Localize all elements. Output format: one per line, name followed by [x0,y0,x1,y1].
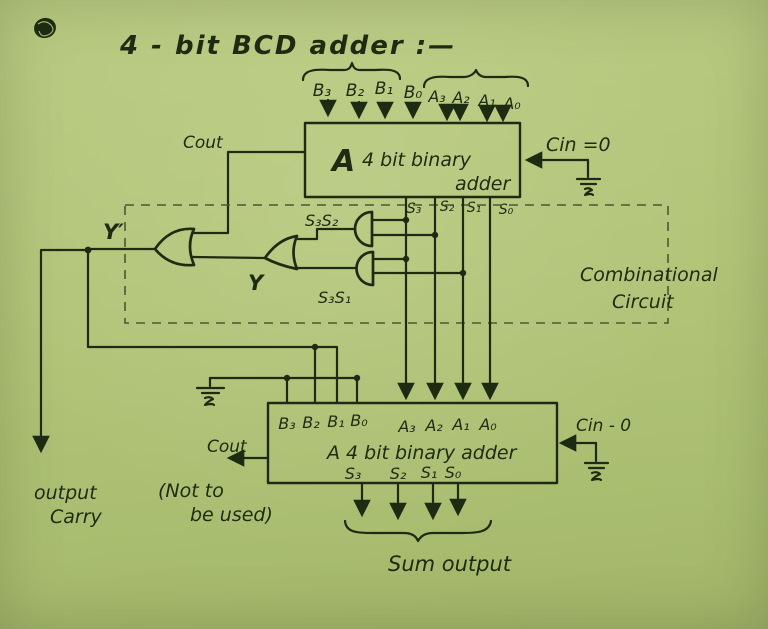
and-top-output [295,227,357,241]
combinational-label-line1: Combinational [580,264,718,286]
wire-ground-to-b0 [208,376,359,405]
wire-output-carry [32,248,90,454]
combinational-circuit-boundary [124,204,669,324]
b-inputs-brace [301,61,402,82]
sum-output-arrows [353,481,467,521]
pen-scribble [34,17,56,39]
top-s2-label: S₂ [440,199,455,215]
top-a3-label: A₃ [427,87,445,106]
bottom-a2-label: A₂ [424,416,443,435]
ground-symbol-top [575,177,602,197]
bottom-adder-b-labels: B₃ B₂ B₁ B₀ [278,411,368,433]
top-input-arrows [319,98,512,123]
tap-dot-s2 [431,231,439,239]
bottom-s1-label: S₁ [421,463,438,482]
sum-output-label: Sum output [388,552,512,576]
tap-dot-s3-bottom [402,255,410,263]
top-adder-name-line2: adder [455,173,511,195]
or-gate-mid [263,234,299,271]
top-b1-label: B₁ [375,79,393,99]
top-input-labels: B₃ B₂ B₁ B₀ A₃ A₂ A₁ A₀ [313,79,522,113]
bottom-s0-label: S₀ [445,463,462,482]
or-out-label: Y′ [103,220,124,244]
output-carry-line2: Carry [50,506,103,528]
top-adder-bold-a: A [330,144,355,179]
bottom-adder-s-labels: S₃ S₂ S₁ S₀ [345,463,462,483]
and-bottom-label: S₃S₁ [318,288,351,307]
top-b3-label: B₃ [313,81,332,101]
bottom-a3-label: A₃ [397,417,415,436]
not-used-line2: be used) [190,504,273,526]
ground-symbol-left [195,386,226,407]
wire-correction-to-b1 [86,248,339,405]
bottom-a1-label: A₁ [451,415,469,434]
bottom-s3-label: S₃ [345,464,362,483]
bottom-s2-label: S₂ [390,464,407,483]
top-a0-label: A₀ [502,94,521,113]
top-s-labels: S₃ S₂ S₁ S₀ [407,199,514,218]
top-adder-name-line1: 4 bit binary [362,149,472,171]
top-cout-label: Cout [183,133,224,153]
bottom-b1-label: B₁ [327,412,344,431]
top-b2-label: B₂ [346,81,365,101]
bottom-cin-label: Cin - 0 [576,416,631,436]
page-title: 4 - bit BCD adder :— [119,31,456,61]
top-a2-label: A₂ [451,88,470,107]
top-s1-label: S₁ [467,200,482,216]
bottom-adder-box [266,401,559,485]
a-inputs-brace [422,68,530,89]
ground-symbol-bottom [583,461,610,482]
bottom-b3-label: B₃ [278,414,295,433]
tap-dot-s3-top [402,216,410,224]
junction-dot-b0 [353,374,361,382]
or-mid-output [191,255,267,260]
junction-dot-b3 [283,374,291,382]
top-s3-label: S₃ [407,201,422,217]
bottom-adder-a-labels: A₃ A₂ A₁ A₀ [397,415,497,436]
s-to-a-wires [397,195,499,401]
output-carry-line1: output [34,482,98,504]
tap-dot-s1 [459,269,467,277]
or-mid-label: Y [248,271,265,295]
sum-output-brace [343,519,493,543]
and-gate-bottom [355,250,375,287]
top-s0-label: S₀ [499,202,514,218]
junction-dot-b2 [311,343,319,351]
wire-top-cout [192,150,307,235]
bottom-a0-label: A₀ [478,415,497,434]
bottom-b2-label: B₂ [302,413,320,432]
bottom-b0-label: B₀ [350,411,368,430]
bottom-cout-label: Cout [207,437,248,457]
bottom-adder-name: A 4 bit binary adder [325,442,518,464]
top-b0-label: B₀ [404,83,423,103]
top-a1-label: A₁ [477,91,495,110]
and-top-label: S₃S₂ [305,211,339,230]
or-gate-out [153,227,196,267]
top-adder-box [303,121,522,199]
and-gate-top [353,210,374,248]
combinational-label-line2: Circuit [612,291,675,313]
top-cin-label: Cin =0 [546,134,611,156]
not-used-line1: (Not to [158,480,224,502]
